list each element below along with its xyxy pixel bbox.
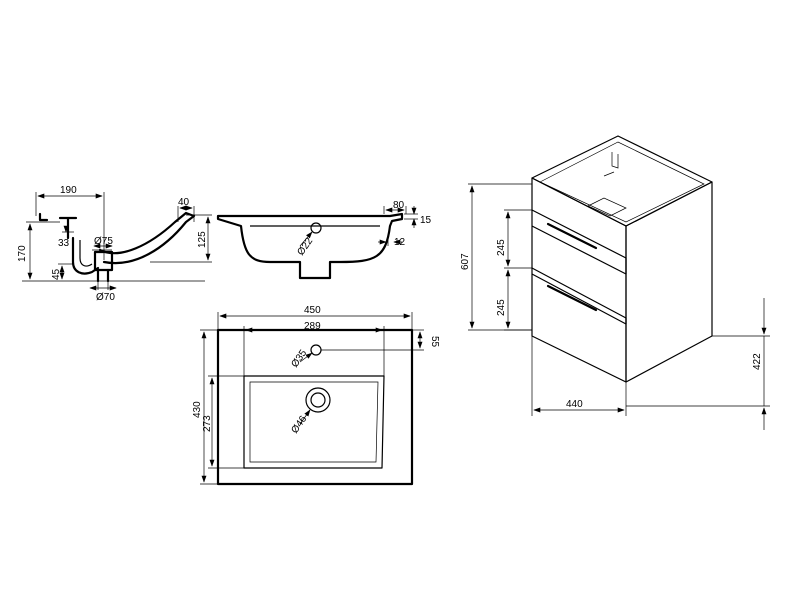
dim-440-label: 440: [566, 399, 583, 410]
top-plan-view: 450 289 Ø35 55 430 273 Ø46: [192, 305, 440, 486]
siphon-trap: [93, 250, 114, 272]
dim-430-label: 430: [192, 401, 203, 418]
dim-d22-label: Ø22: [295, 236, 315, 258]
basin-bowl-inner: [249, 381, 379, 463]
dim-80-label: 80: [393, 200, 405, 211]
dim-d70-label: Ø70: [96, 292, 115, 303]
drawer-handle-upper: [546, 222, 598, 250]
dim-450-label: 450: [304, 305, 321, 316]
dim-45-label: 45: [51, 268, 62, 280]
dim-125-label: 125: [197, 231, 208, 248]
drawer-handle-lower: [546, 284, 598, 312]
dim-245-upper-label: 245: [496, 239, 507, 256]
tap-hole: [310, 344, 322, 356]
dim-d46-label: Ø46: [289, 414, 309, 436]
cabinet-side-face: [625, 181, 713, 383]
cabinet-back-tab: [603, 171, 615, 177]
dim-12-label: 12: [394, 237, 406, 248]
dim-422-label: 422: [752, 353, 763, 370]
wall-bracket: [38, 212, 49, 222]
dim-d35-label: Ø35: [289, 348, 309, 370]
dim-607-label: 607: [460, 253, 471, 270]
basin-front-section: [216, 212, 404, 280]
cabinet-front-face: [531, 177, 627, 383]
overflow-stub: [58, 216, 78, 240]
siphon-inner: [79, 240, 93, 267]
siphon-pipe: [71, 236, 100, 275]
drawer-divider-upper: [531, 209, 627, 275]
cabinet-back-post: [611, 152, 619, 169]
drain-ring-outer: [305, 387, 331, 413]
dim-d75-label: Ø75: [94, 236, 113, 247]
dim-273-label: 273: [202, 415, 213, 432]
dim-289-label: 289: [304, 321, 321, 332]
front-section-view: Ø22 80 15 12: [216, 200, 432, 280]
basin-profile: [98, 211, 196, 265]
dim-40-label: 40: [178, 197, 190, 208]
dim-190-label: 190: [60, 185, 77, 196]
drain-ring-inner: [310, 392, 326, 408]
basin-bowl: [243, 375, 385, 469]
cabinet-view: 607 245 245 422 440: [460, 135, 770, 430]
cabinet-top-face: [531, 135, 713, 227]
side-section-view: 190 40 170 33 Ø75 125 45 Ø70: [17, 185, 212, 303]
dim-245-lower-label: 245: [496, 299, 507, 316]
dim-33-label: 33: [58, 238, 70, 249]
dim-15-label: 15: [420, 215, 432, 226]
dim-170-label: 170: [17, 245, 28, 262]
drain-outlet: [96, 268, 110, 283]
overflow-hole: [310, 222, 322, 234]
drawer-divider-lower: [531, 267, 627, 325]
cabinet-top-inner: [539, 141, 705, 223]
dim-55-label: 55: [429, 336, 440, 348]
cabinet-inner-block: [587, 197, 627, 217]
